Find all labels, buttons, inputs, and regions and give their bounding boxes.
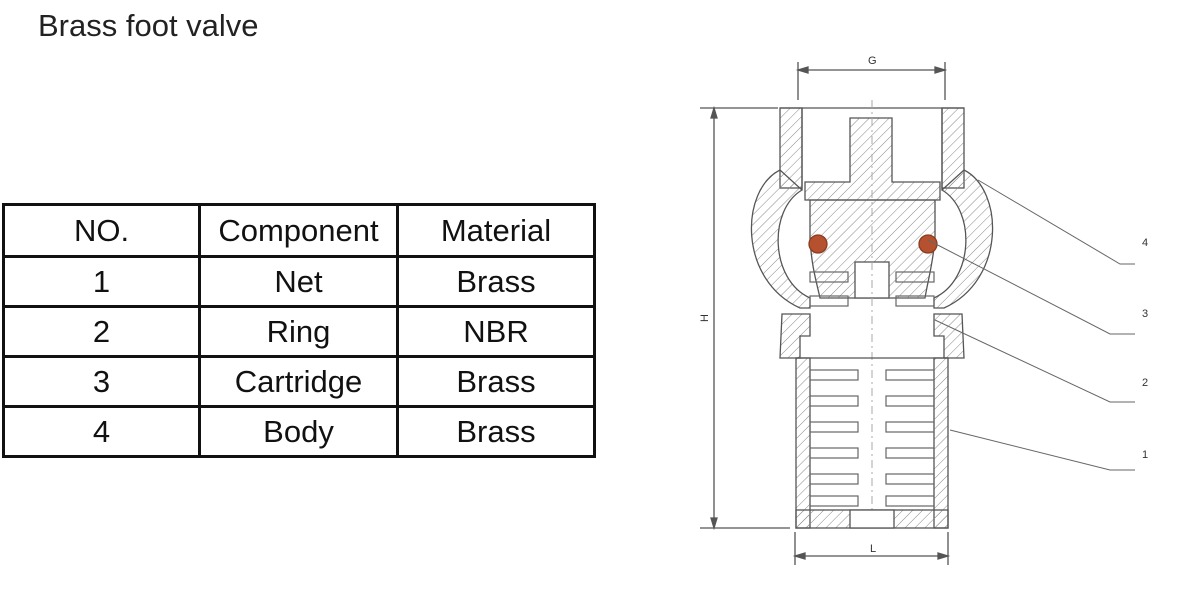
valve-body bbox=[750, 169, 994, 309]
table-row: 1 Net Brass bbox=[2, 255, 596, 308]
dimension-l bbox=[792, 532, 951, 565]
page-title: Brass foot valve bbox=[38, 8, 259, 43]
header-no: NO. bbox=[2, 203, 201, 258]
valve-cartridge bbox=[804, 100, 941, 520]
dimension-g-label: G bbox=[868, 55, 877, 67]
table-row: 3 Cartridge Brass bbox=[2, 355, 596, 408]
valve-net bbox=[795, 271, 949, 529]
dimension-g bbox=[795, 62, 948, 100]
callout-label: 3 bbox=[1142, 308, 1148, 320]
callout-leaders bbox=[927, 179, 1135, 471]
components-table: NO. Component Material 1 Net Brass 2 Rin… bbox=[2, 203, 596, 458]
callout-label: 4 bbox=[1142, 237, 1148, 249]
cell-material: Brass bbox=[396, 255, 596, 308]
header-component: Component bbox=[198, 203, 399, 258]
cell-no: 2 bbox=[2, 305, 201, 358]
cell-component: Ring bbox=[198, 305, 399, 358]
dimension-l-label: L bbox=[870, 543, 876, 555]
cell-material: NBR bbox=[396, 305, 596, 358]
ring-seals bbox=[808, 234, 938, 254]
cell-component: Cartridge bbox=[198, 355, 399, 408]
dimension-h bbox=[700, 105, 790, 531]
cell-no: 3 bbox=[2, 355, 201, 408]
cell-material: Brass bbox=[396, 405, 596, 458]
valve-cross-section-drawing: G H L 4 3 2 1 bbox=[699, 55, 1148, 565]
table-row: 2 Ring NBR bbox=[2, 305, 596, 358]
cell-component: Net bbox=[198, 255, 399, 308]
header-material: Material bbox=[396, 203, 596, 258]
table-header-row: NO. Component Material bbox=[2, 203, 596, 258]
cell-no: 1 bbox=[2, 255, 201, 308]
table-row: 4 Body Brass bbox=[2, 405, 596, 458]
dimension-h-label: H bbox=[699, 314, 711, 322]
callout-label: 1 bbox=[1142, 449, 1148, 461]
cell-component: Body bbox=[198, 405, 399, 458]
valve-top-collar bbox=[779, 107, 965, 190]
callout-label: 2 bbox=[1142, 377, 1148, 389]
valve-lower-collar bbox=[779, 313, 965, 359]
cell-material: Brass bbox=[396, 355, 596, 408]
cell-no: 4 bbox=[2, 405, 201, 458]
